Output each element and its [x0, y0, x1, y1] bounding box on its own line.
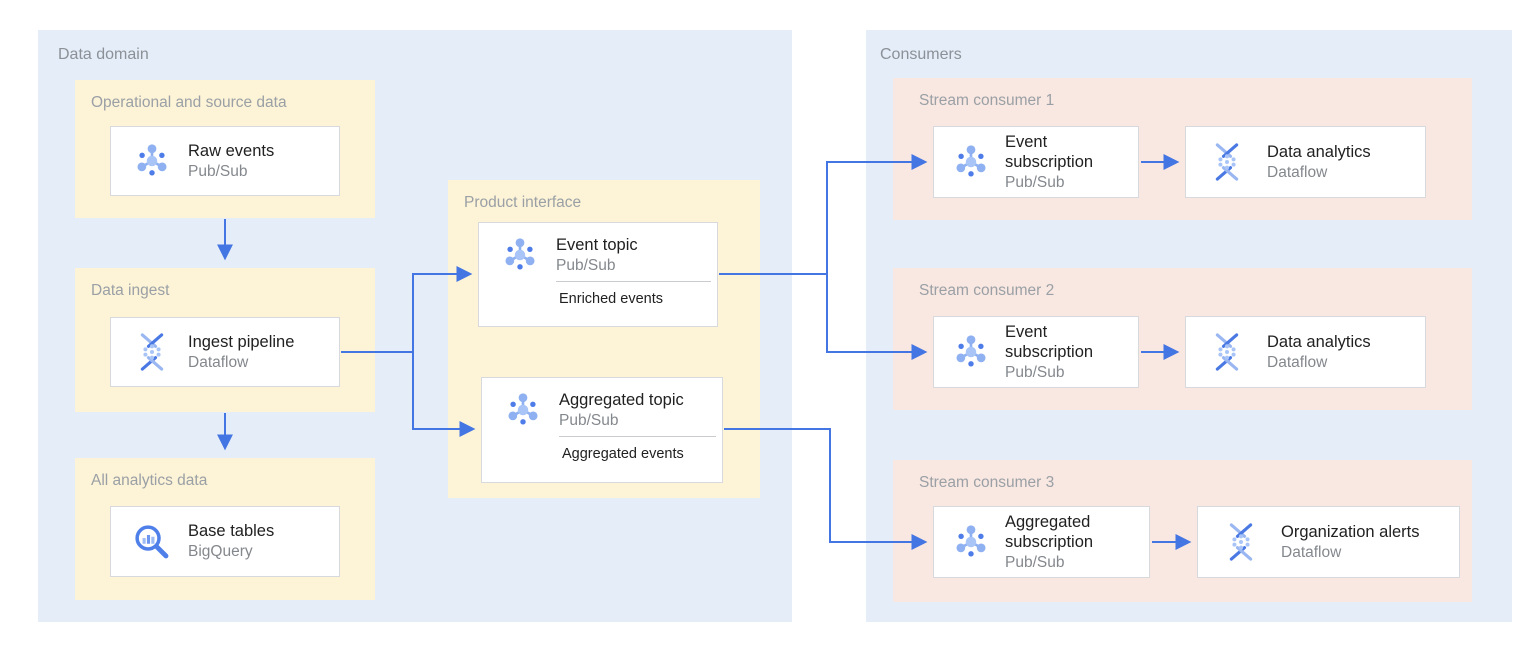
divider — [559, 436, 716, 437]
node-product: BigQuery — [188, 543, 253, 561]
consumers-label: Consumers — [880, 46, 962, 63]
node-event-topic: Event topic Pub/Sub Enriched events — [478, 222, 718, 327]
dataflow-icon — [140, 333, 164, 371]
zone-analytics-label: All analytics data — [91, 472, 208, 489]
node-product: Dataflow — [1281, 543, 1342, 561]
topic-tag: Enriched events — [559, 291, 663, 307]
pubsub-icon — [136, 143, 168, 177]
node-aggregated-topic: Aggregated topic Pub/Sub Aggregated even… — [481, 377, 723, 483]
zone-product-interface-label: Product interface — [464, 194, 582, 211]
node-product: Pub/Sub — [188, 162, 248, 180]
node-product: Pub/Sub — [1005, 173, 1065, 191]
divider — [556, 281, 711, 282]
node-title: Data analytics — [1267, 142, 1371, 161]
node-title: Event topic — [556, 235, 638, 254]
node-ingest-pipeline: Ingest pipeline Dataflow — [110, 317, 340, 387]
node-data-analytics-1: Data analytics Dataflow — [1185, 126, 1426, 198]
node-title: Data analytics — [1267, 332, 1371, 351]
pubsub-icon — [955, 334, 987, 368]
node-title: Event subscription — [1005, 322, 1094, 361]
node-data-analytics-2: Data analytics Dataflow — [1185, 316, 1426, 388]
node-title: Aggregated topic — [559, 390, 684, 409]
zone-operational-label: Operational and source data — [91, 94, 287, 111]
pubsub-icon — [955, 524, 987, 558]
node-product: Pub/Sub — [556, 256, 616, 274]
node-title: Base tables — [188, 522, 275, 541]
node-raw-events: Raw events Pub/Sub — [110, 126, 340, 196]
node-title: Ingest pipeline — [188, 332, 295, 351]
pubsub-icon — [955, 144, 987, 178]
node-product: Pub/Sub — [1005, 553, 1065, 571]
node-organization-alerts: Organization alerts Dataflow — [1197, 506, 1460, 578]
node-product: Dataflow — [188, 353, 249, 371]
node-title: Event subscription — [1005, 132, 1094, 171]
node-base-tables: Base tables BigQuery — [110, 506, 340, 577]
node-product: Pub/Sub — [559, 411, 619, 429]
row-label: Stream consumer 3 — [919, 474, 1055, 491]
data-domain-label: Data domain — [58, 46, 149, 63]
dataflow-icon — [1215, 333, 1239, 371]
node-title: Organization alerts — [1281, 522, 1420, 541]
pubsub-icon — [504, 237, 536, 271]
node-product: Dataflow — [1267, 163, 1328, 181]
node-title: Aggregated subscription — [1005, 512, 1094, 551]
dataflow-icon — [1215, 143, 1239, 181]
zone-ingest-label: Data ingest — [91, 282, 170, 299]
dataflow-icon — [1229, 523, 1253, 561]
node-event-subscription-2: Event subscription Pub/Sub — [933, 316, 1139, 388]
row-label: Stream consumer 1 — [919, 92, 1055, 109]
node-title: Raw events — [188, 141, 275, 160]
row-label: Stream consumer 2 — [919, 282, 1055, 299]
node-product: Dataflow — [1267, 353, 1328, 371]
topic-tag: Aggregated events — [562, 446, 684, 462]
node-aggregated-subscription: Aggregated subscription Pub/Sub — [933, 506, 1150, 578]
node-event-subscription-1: Event subscription Pub/Sub — [933, 126, 1139, 198]
node-product: Pub/Sub — [1005, 363, 1065, 381]
pubsub-icon — [507, 392, 539, 426]
bigquery-icon — [131, 521, 173, 563]
